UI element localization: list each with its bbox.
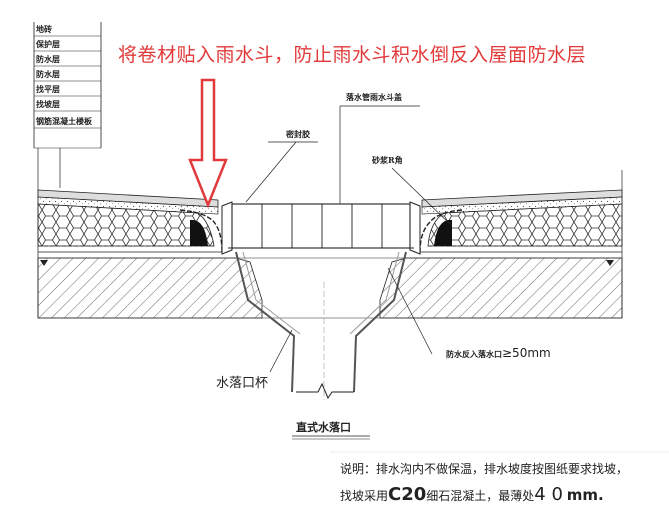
- layer-label-slab: 钢筋混凝土楼板: [36, 116, 92, 126]
- layer-legend-box: [33, 22, 102, 188]
- red-down-arrow: [188, 78, 228, 209]
- grate: [228, 203, 414, 249]
- note-thickness-value: 4 0: [534, 484, 563, 505]
- layer-label-slope: 找坡层: [36, 99, 60, 109]
- layer-label-leveling: 找平层: [36, 84, 60, 94]
- grate-label: 落水管雨水斗盖: [346, 92, 402, 102]
- layer-label-waterproof-1: 防水层: [36, 54, 60, 64]
- membrane-wrap-left: [179, 209, 223, 253]
- sealant-fill-right: [434, 219, 452, 246]
- seal-length-label: 防水反入落水口≥50mm: [446, 346, 551, 360]
- note-concrete-grade: C20: [388, 484, 427, 505]
- outlet-cup-left-wall: [235, 251, 296, 393]
- note-thickness-unit: mm.: [566, 486, 604, 504]
- sealant-label: 密封胶: [286, 129, 310, 139]
- outlet-cup-right-wall: [353, 251, 407, 393]
- seal-length-value: ≥50mm: [502, 346, 551, 360]
- note-line-2-mid: 细石混凝土，最薄处: [426, 489, 535, 503]
- note-line-2-prefix: 找坡采用: [340, 489, 389, 503]
- note-line-1: 说明：排水沟内不做保温，排水坡度按图纸要求找坡，: [340, 462, 629, 476]
- banner-annotation: 将卷材贴入雨水斗，防止雨水斗积水倒反入屋面防水层: [118, 44, 587, 66]
- mortar-r-corner-label: 砂浆R角: [372, 155, 403, 165]
- layer-label-waterproof-2: 防水层: [36, 69, 60, 79]
- layer-label-protection: 保护层: [36, 39, 60, 49]
- concrete-slab-right: [379, 257, 623, 319]
- seal-length-prefix: 防水反入落水口: [446, 349, 502, 359]
- note-line-2: 找坡采用C20细石混凝土，最薄处4 0 mm.: [340, 484, 604, 505]
- outlet-cup-label: 水落口杯: [216, 376, 269, 391]
- membrane-wrap-right: [419, 209, 463, 253]
- drain-title: 直式水落口: [296, 421, 351, 434]
- mortar-layer-left: [37, 196, 219, 215]
- sealant-fill-left: [190, 219, 208, 246]
- concrete-slab-left: [37, 257, 263, 319]
- layer-label-tile: 地砖: [36, 24, 52, 34]
- break-line: [296, 382, 354, 400]
